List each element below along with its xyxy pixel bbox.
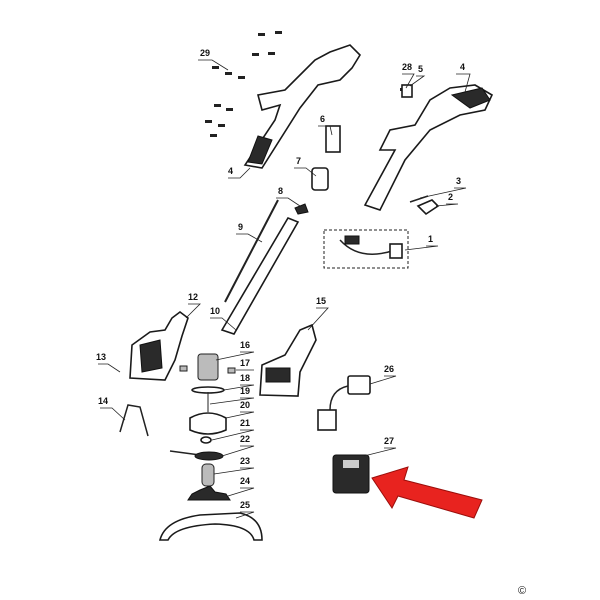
part-15-housing [259, 323, 317, 397]
part-1-switch [344, 235, 360, 245]
part-27-label [343, 460, 359, 468]
label-2: 2 [448, 192, 453, 202]
part-26-cable [329, 385, 349, 411]
part-5-switch [401, 84, 413, 98]
part-26-charger [347, 375, 371, 395]
label-14: 14 [98, 396, 108, 406]
part-10-tube [220, 217, 300, 335]
label-23: 23 [240, 456, 250, 466]
label-8: 8 [278, 186, 283, 196]
part-6 [325, 125, 341, 153]
leader-lines [98, 59, 471, 519]
label-1: 1 [428, 234, 433, 244]
part-22-line [169, 450, 201, 456]
handle-grip-left [247, 135, 273, 165]
part-1-wiring-box [323, 229, 409, 269]
label-17: 17 [240, 358, 250, 368]
handle-grip-right [450, 87, 491, 109]
label-7: 7 [296, 156, 301, 166]
label-3: 3 [456, 176, 461, 186]
part-22-spool [194, 451, 224, 461]
part-23-spring [201, 463, 215, 487]
part-13-housing-shadow [139, 339, 163, 373]
part-17b [227, 367, 236, 374]
part-26-plug [317, 409, 337, 431]
label-29: 29 [200, 48, 210, 58]
part-27-battery [332, 454, 370, 494]
screws-group [205, 31, 282, 137]
part-7 [311, 167, 329, 191]
label-5: 5 [418, 64, 423, 74]
label-15: 15 [316, 296, 326, 306]
label-21: 21 [240, 418, 250, 428]
label-10: 10 [210, 306, 220, 316]
label-13: 13 [96, 352, 106, 362]
part-25-guard [158, 512, 263, 541]
label-24: 24 [240, 476, 250, 486]
label-9: 9 [238, 222, 243, 232]
label-16: 16 [240, 340, 250, 350]
part-9-rod [224, 199, 279, 303]
label-4-left: 4 [228, 166, 233, 176]
label-25: 25 [240, 500, 250, 510]
part-21-washer [200, 436, 212, 444]
label-19: 19 [240, 386, 250, 396]
label-4-right: 4 [460, 62, 465, 72]
part-15-window [265, 367, 291, 383]
label-26: 26 [384, 364, 394, 374]
part-8 [294, 203, 309, 215]
handle-half-left [243, 44, 362, 169]
part-16-motor [197, 353, 219, 381]
label-6: 6 [320, 114, 325, 124]
red-arrow-icon [371, 466, 483, 519]
part-14-bracket [119, 404, 149, 437]
label-22: 22 [240, 434, 250, 444]
part-24-cap [187, 485, 231, 501]
part-2-lever [416, 199, 440, 216]
label-12: 12 [188, 292, 198, 302]
part-1-connector [389, 243, 403, 259]
label-18: 18 [240, 373, 250, 383]
label-27: 27 [384, 436, 394, 446]
label-28: 28 [402, 62, 412, 72]
label-20: 20 [240, 400, 250, 410]
part-17 [179, 365, 188, 372]
copyright-mark: © [518, 585, 526, 597]
part-20-spool-housing [189, 412, 227, 435]
